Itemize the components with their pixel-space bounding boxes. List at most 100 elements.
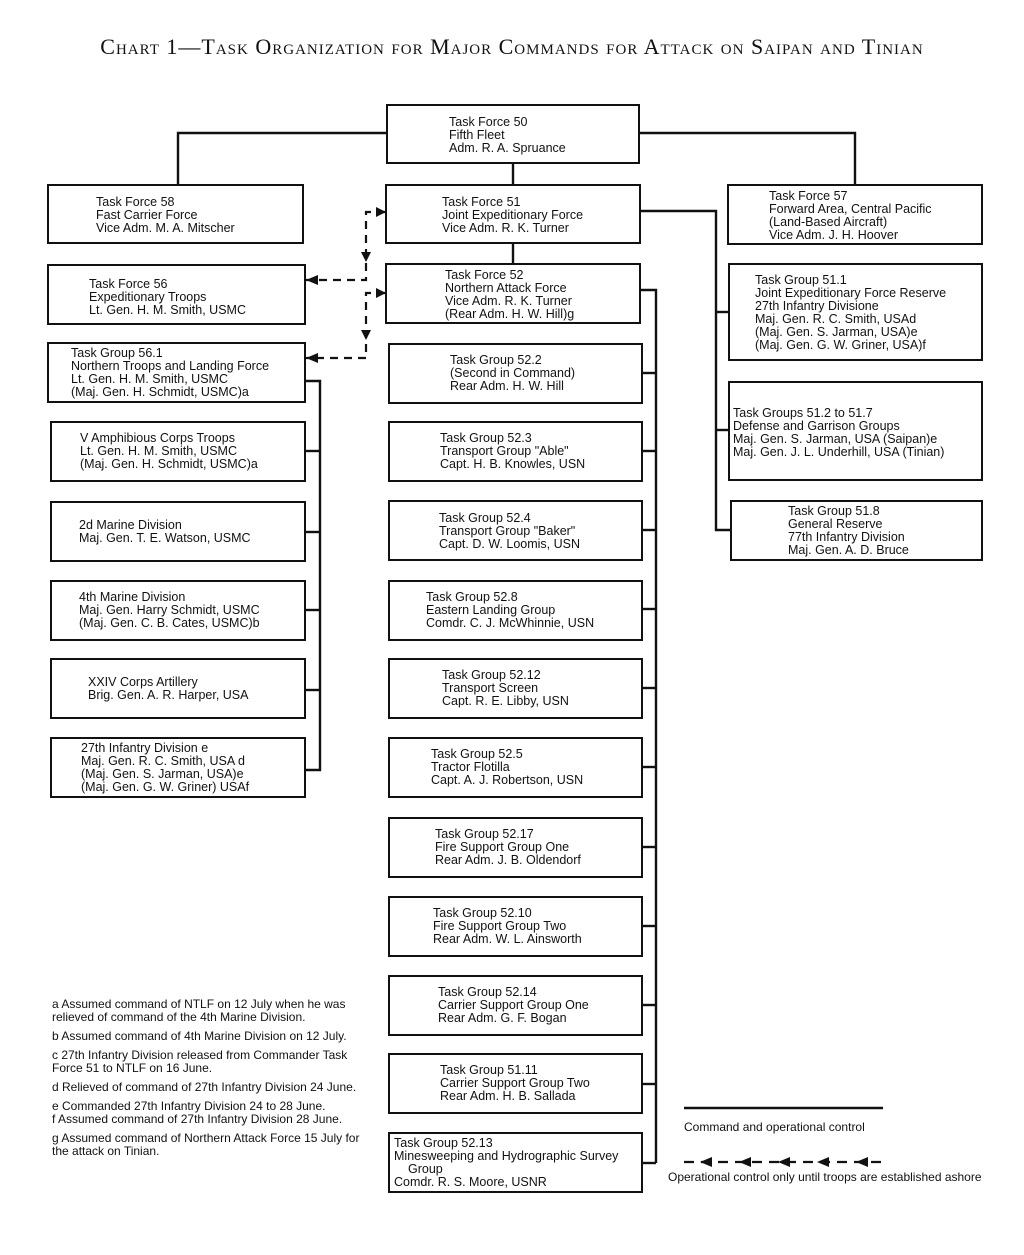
box-label: Fire Support Group One [435,840,570,854]
box-2d-marine-division: 2d Marine Division Maj. Gen. T. E. Watso… [50,501,306,562]
footnote-e: e Commanded 27th Infantry Division 24 to… [52,1099,326,1113]
box-task-group-52-12: Task Group 52.12 Transport Screen Capt. … [388,658,643,719]
box-task-group-52-8: Task Group 52.8 Eastern Landing Group Co… [388,580,643,641]
box-label: Maj. Gen. A. D. Bruce [788,543,909,557]
box-label: V Amphibious Corps Troops [80,431,235,445]
box-label: Vice Adm. M. A. Mitscher [96,221,235,235]
box-task-group-52-3: Task Group 52.3 Transport Group "Able" C… [388,421,643,482]
box-4th-marine-division: 4th Marine Division Maj. Gen. Harry Schm… [50,580,306,641]
legend-solid-label: Command and operational control [684,1120,865,1134]
box-label: Fast Carrier Force [96,208,198,222]
box-label: Comdr. C. J. McWhinnie, USN [426,616,595,630]
box-label: Maj. Gen. S. Jarman, USA (Saipan)e [733,432,938,446]
footnote-f: f Assumed command of 27th Infantry Divis… [52,1112,343,1126]
box-label: (Second in Command) [450,366,576,380]
box-task-group-52-5: Task Group 52.5 Tractor Flotilla Capt. A… [388,737,643,798]
box-label: (Maj. Gen. H. Schmidt, USMC)a [80,457,258,471]
box-label: Task Group 52.17 [435,827,534,841]
box-label: (Maj. Gen. C. B. Cates, USMC)b [79,616,260,630]
box-label: Fire Support Group Two [433,919,567,933]
box-label: Task Group 51.8 [788,504,880,518]
box-label: Task Group 56.1 [71,346,163,360]
box-label: Task Group 52.14 [438,985,537,999]
footnotes: a Assumed command of NTLF on 12 July whe… [52,998,374,1164]
footnote-b: b Assumed command of 4th Marine Division… [52,1029,347,1043]
line-tf50-tf58 [176,131,386,184]
dashed-tf52-tg561 [306,291,385,360]
box-label: Vice Adm. J. H. Hoover [769,228,898,242]
box-task-force-56: Task Force 56 Expeditionary Troops Lt. G… [47,264,306,325]
box-label: Northern Troops and Landing Force [71,359,270,373]
box-label: Task Group 51.1 [755,273,847,287]
box-label: Lt. Gen. H. M. Smith, USMC [80,444,237,458]
box-label: Lt. Gen. H. M. Smith, USMC [71,372,228,386]
box-label: Vice Adm. R. K. Turner [445,294,572,308]
box-label: Task Group 52.5 [431,747,523,761]
box-label: Task Group 52.4 [439,511,531,525]
footnote-c: c 27th Infantry Division released from C… [52,1048,348,1075]
box-label: Forward Area, Central Pacific [769,202,932,216]
box-label: Task Group 52.2 [450,353,542,367]
box-task-group-56-1: Task Group 56.1 Northern Troops and Land… [47,342,306,403]
box-label: (Maj. Gen. S. Jarman, USA)e [755,325,918,339]
box-label: Task Group 52.8 [426,590,518,604]
box-label: Joint Expeditionary Force Reserve [755,286,947,300]
box-label: Northern Attack Force [445,281,567,295]
box-task-group-51-8: Task Group 51.8 General Reserve 77th Inf… [730,500,983,561]
footnote-g: g Assumed command of Northern Attack For… [52,1131,360,1158]
box-task-group-52-17: Task Group 52.17 Fire Support Group One … [388,817,643,878]
box-label: Adm. R. A. Spruance [449,141,566,155]
box-label: XXIV Corps Artillery [88,675,198,689]
box-label: Tractor Flotilla [431,760,510,774]
box-label: Transport Group "Baker" [439,524,576,538]
box-label: Transport Group "Able" [440,444,569,458]
box-label: Task Force 50 [449,115,528,129]
box-task-force-57: Task Force 57 Forward Area, Central Paci… [727,184,983,245]
box-label: Maj. Gen. T. E. Watson, USMC [79,531,251,545]
box-label: Carrier Support Group Two [440,1076,590,1090]
box-label: Rear Adm. H. B. Sallada [440,1089,576,1103]
box-27th-infantry-division: 27th Infantry Division e Maj. Gen. R. C.… [50,737,306,798]
box-label: (Maj. Gen. H. Schmidt, USMC)a [71,385,249,399]
dashed-tf51-tf56 [306,210,385,282]
box-label: Lt. Gen. H. M. Smith, USMC [89,303,246,317]
footnote-a: a Assumed command of NTLF on 12 July whe… [52,997,346,1024]
chart-title: Chart 1—Task Organization for Major Comm… [100,34,924,59]
box-label: Capt. H. B. Knowles, USN [440,457,586,471]
box-label: (Maj. Gen. G. W. Griner, USA)f [755,338,926,352]
box-label: Task Group 52.13 [394,1136,493,1150]
box-label: 27th Infantry Divisione [755,299,879,313]
box-label: 77th Infantry Division [788,530,905,544]
box-task-group-52-4: Task Group 52.4 Transport Group "Baker" … [388,500,643,561]
box-task-group-52-2: Task Group 52.2 (Second in Command) Rear… [388,343,643,404]
box-label: Eastern Landing Group [426,603,556,617]
box-label: 4th Marine Division [79,590,186,604]
box-xxiv-corps-artillery: XXIV Corps Artillery Brig. Gen. A. R. Ha… [50,658,306,719]
box-label: (Rear Adm. H. W. Hill)g [445,307,575,321]
box-label: 2d Marine Division [79,518,182,532]
legend-dashed-label: Operational control only until troops ar… [668,1170,982,1184]
box-label: Capt. A. J. Robertson, USN [431,773,584,787]
box-label: Capt. R. E. Libby, USN [442,694,569,708]
box-label: Transport Screen [442,681,539,695]
box-label: Maj. Gen. R. C. Smith, USAd [755,312,917,326]
box-task-force-58: Task Force 58 Fast Carrier Force Vice Ad… [47,184,304,244]
box-task-group-52-10: Task Group 52.10 Fire Support Group Two … [388,896,643,957]
box-label: (Maj. Gen. S. Jarman, USA)e [81,767,244,781]
box-label: Task Groups 51.2 to 51.7 [733,406,873,420]
box-label: (Land-Based Aircraft) [769,215,888,229]
box-label: Task Group 51.11 [440,1063,538,1077]
box-task-group-52-14: Task Group 52.14 Carrier Support Group O… [388,975,643,1036]
box-label: Rear Adm. H. W. Hill [450,379,564,393]
box-label: Maj. Gen. Harry Schmidt, USMC [79,603,260,617]
box-task-group-51-11: Task Group 51.11 Carrier Support Group T… [388,1053,643,1114]
box-label: Task Force 56 [89,277,168,291]
box-label: Comdr. R. S. Moore, USNR [394,1175,547,1189]
box-label: 27th Infantry Division e [81,741,209,755]
box-label: General Reserve [788,517,883,531]
box-label: Expeditionary Troops [89,290,207,304]
box-task-force-51: Task Force 51 Joint Expeditionary Force … [385,184,641,244]
box-task-group-51-1: Task Group 51.1 Joint Expeditionary Forc… [728,263,983,361]
box-label: Group [408,1162,443,1176]
